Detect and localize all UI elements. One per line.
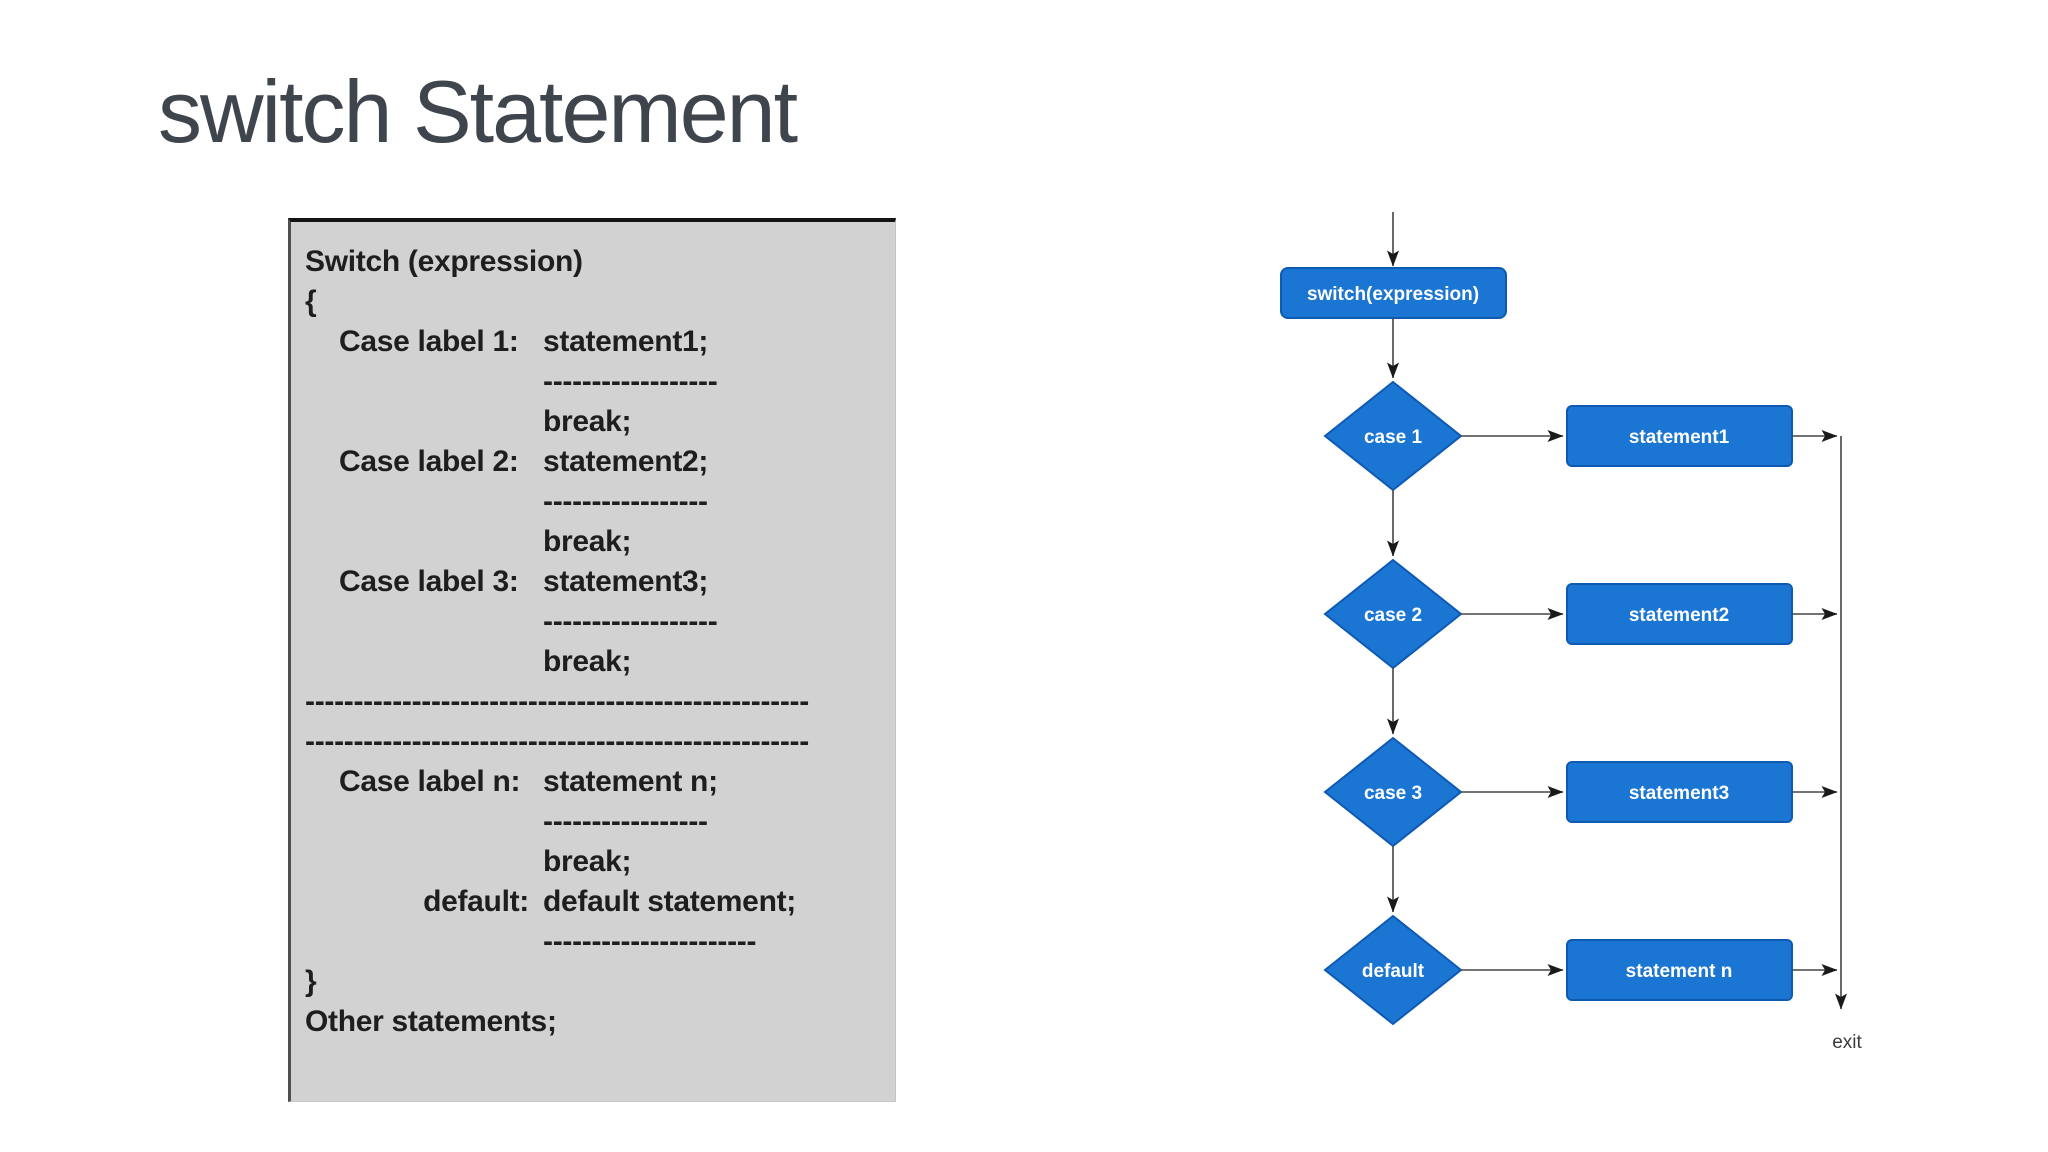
code-line-statement: statement n; — [543, 765, 718, 798]
code-line: Case label 1: statement1; — [305, 322, 883, 362]
flow-start-label: switch(expression) — [1307, 284, 1479, 305]
code-line: Case label 2: statement2; — [305, 442, 883, 482]
code-line-label: default: — [423, 885, 529, 918]
flow-statement-label: statement1 — [1629, 427, 1730, 448]
code-line: Other statements; — [305, 1005, 557, 1038]
code-line-statement: default statement; — [543, 885, 796, 918]
page-title: switch Statement — [158, 62, 798, 161]
code-line-label — [305, 602, 543, 642]
code-line-label: Case label 2: — [339, 445, 519, 478]
code-line: ----------------------------------------… — [305, 685, 809, 718]
code-line-label — [305, 842, 543, 882]
flow-diamond-label: case 2 — [1364, 605, 1422, 626]
switch-flowchart: switch(expression) case 1 statement1 cas… — [1280, 212, 1862, 1053]
code-line: ------------------ — [305, 602, 883, 642]
flow-diamond-label: case 3 — [1364, 783, 1422, 804]
code-line-statement: ------------------ — [543, 365, 718, 398]
code-line: break; — [305, 642, 883, 682]
code-line-label — [305, 522, 543, 562]
code-line-statement: ------------------ — [543, 605, 718, 638]
code-line-label — [305, 802, 543, 842]
flow-diamond-label: default — [1362, 961, 1425, 982]
code-line: ----------------- — [305, 482, 883, 522]
code-box: Switch (expression) { Case label 1: stateme… — [288, 218, 896, 1102]
code-line-statement: break; — [543, 525, 632, 558]
code-line-statement: ----------------- — [543, 805, 708, 838]
flow-diamond-default — [1323, 914, 1463, 1026]
code-line: ----------------------------------------… — [305, 725, 809, 758]
code-line-statement: break; — [543, 405, 632, 438]
code-line-statement: statement2; — [543, 445, 709, 478]
code-line: break; — [305, 842, 883, 882]
code-line-label: Case label 1: — [339, 325, 519, 358]
code-line: break; — [305, 522, 883, 562]
code-line-label: Case label n: — [339, 765, 521, 798]
code-line: Case label n: statement n; — [305, 762, 883, 802]
code-line-label — [305, 402, 543, 442]
code-line: Case label 3: statement3; — [305, 562, 883, 602]
flow-statement-label: statement3 — [1629, 783, 1729, 804]
code-line: ----------------- — [305, 802, 883, 842]
code-line: } — [305, 965, 317, 998]
code-line: Switch (expression) — [305, 245, 583, 278]
code-line: default: default statement; — [305, 882, 883, 922]
code-line-label: Case label 3: — [339, 565, 519, 598]
code-line: break; — [305, 402, 883, 442]
code-line-label — [305, 922, 543, 962]
code-line-label — [305, 362, 543, 402]
exit-label: exit — [1832, 1032, 1862, 1053]
code-line: { — [305, 285, 317, 318]
code-line-statement: ---------------------- — [543, 925, 757, 958]
code-line: ---------------------- — [305, 922, 883, 962]
code-line-label — [305, 642, 543, 682]
code-line-statement: ----------------- — [543, 485, 708, 518]
code-line-statement: statement1; — [543, 325, 709, 358]
code-line: ------------------ — [305, 362, 883, 402]
code-line-label — [305, 482, 543, 522]
code-line-statement: break; — [543, 845, 632, 878]
code-line-statement: break; — [543, 645, 632, 678]
code-line-statement: statement3; — [543, 565, 709, 598]
flow-statement-label: statement n — [1626, 961, 1733, 982]
flow-statement-label: statement2 — [1629, 605, 1729, 626]
flow-diamond-label: case 1 — [1364, 427, 1423, 448]
